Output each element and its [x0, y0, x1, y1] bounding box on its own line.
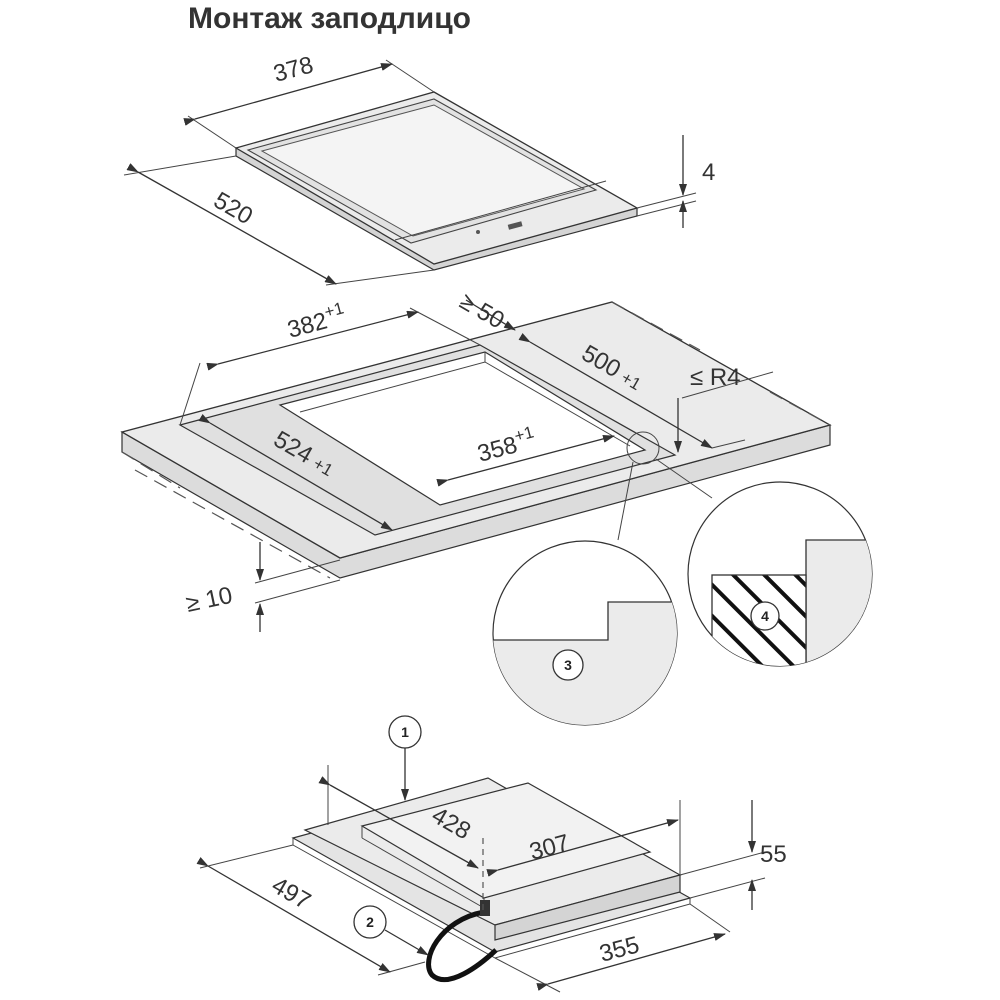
underside-height-label: 55	[760, 841, 787, 868]
callout-1-label: 1	[401, 724, 409, 740]
callout-3-label: 3	[564, 657, 572, 673]
worktop-drawing: 382+1 ≥ 50 500+1 ≤ R4 358+1 524+1 ≥ 10	[120, 288, 832, 632]
detail-4: 4	[687, 481, 873, 667]
underside-bottom-width-label: 355	[597, 931, 643, 967]
cable-entry-icon	[480, 900, 490, 916]
power-sensor-icon	[476, 230, 480, 234]
hob-drawing: 378 520 4	[123, 51, 715, 286]
hob-thickness-label: 4	[702, 159, 715, 186]
corner-radius-label: ≤ R4	[690, 364, 741, 391]
underside-drawing: 1 2 428 307 55 497	[196, 715, 787, 993]
min-wall-gap-label: ≥ 50	[455, 288, 509, 335]
underside-box-front	[494, 874, 681, 941]
callout-4-badge	[750, 601, 780, 631]
callout-4-label: 4	[761, 608, 769, 624]
control-strip-line	[394, 180, 607, 241]
cutout-inner-width-label: 358+1	[474, 422, 539, 467]
underside-overall-depth-label: 497	[267, 872, 315, 915]
detail-3: 3	[492, 540, 678, 726]
page-title: Монтаж заподлицо	[188, 2, 471, 35]
hob-width-label: 378	[271, 51, 317, 87]
power-cable	[426, 909, 498, 983]
callout-3-badge	[552, 649, 584, 681]
hob-depth-label: 520	[209, 187, 257, 230]
brand-logo-icon	[507, 221, 523, 230]
detail-marker-circle	[626, 431, 660, 465]
cutout-outer-width-label: 382+1	[284, 298, 349, 343]
min-worktop-thickness-label: ≥ 10	[184, 582, 235, 618]
callout-2-label: 2	[366, 914, 374, 930]
